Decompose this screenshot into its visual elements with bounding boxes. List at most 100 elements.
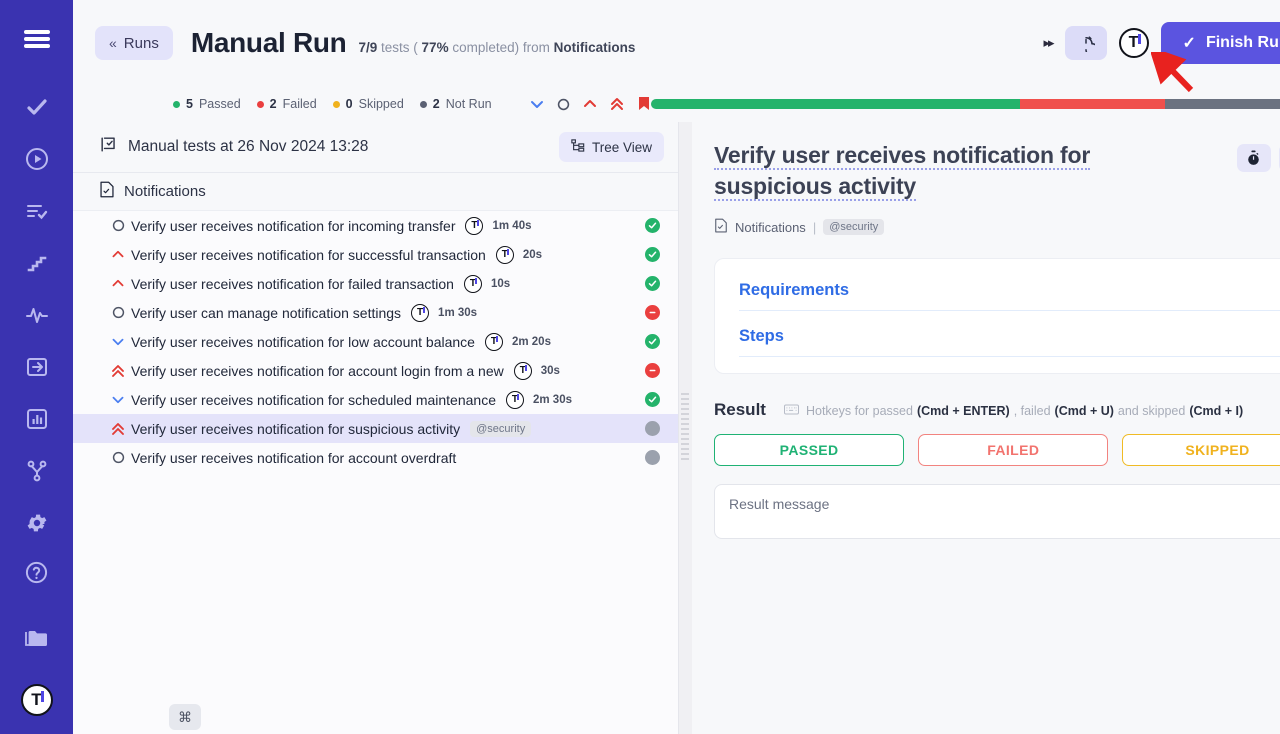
activity-icon[interactable] [17, 299, 57, 332]
progress-segment-failed [1020, 99, 1165, 109]
timer-button[interactable] [1065, 26, 1107, 60]
test-status [645, 334, 660, 349]
detail-tag-chip[interactable]: @security [823, 219, 884, 235]
import-icon[interactable] [17, 351, 57, 384]
verdict-failed-button[interactable]: FAILED [918, 434, 1108, 466]
gear-icon[interactable] [17, 507, 57, 540]
detail-title[interactable]: Verify user receives notification for su… [714, 142, 1090, 201]
test-group-row[interactable]: Notifications [73, 173, 678, 211]
list-check-icon[interactable] [17, 195, 57, 228]
chart-icon[interactable] [17, 403, 57, 436]
priority-blocker-icon[interactable] [637, 96, 651, 112]
priority-low-icon[interactable] [107, 336, 129, 347]
priority-critical-icon[interactable] [610, 97, 624, 111]
finish-check-icon: ✓ [1183, 33, 1196, 53]
priority-critical-icon[interactable] [107, 422, 129, 436]
verdict-skipped-button[interactable]: SKIPPED [1122, 434, 1280, 466]
test-owner-avatar[interactable]: T [514, 362, 532, 380]
subtitle-pct: 77% [422, 40, 449, 55]
test-row[interactable]: Verify user receives notification for lo… [73, 327, 678, 356]
help-icon[interactable] [17, 552, 57, 592]
test-owner-avatar[interactable]: T [411, 304, 429, 322]
test-status [645, 305, 660, 320]
stopwatch-button[interactable] [1237, 144, 1271, 172]
back-to-runs-button[interactable]: « Runs [95, 26, 173, 60]
branch-icon[interactable] [17, 455, 57, 488]
test-row[interactable]: Verify user receives notification for su… [73, 414, 678, 443]
owner-tick [477, 220, 479, 226]
priority-medium-icon[interactable] [107, 219, 129, 232]
avatar[interactable]: T [21, 684, 53, 716]
test-status [645, 218, 660, 233]
test-owner-avatar[interactable]: T [496, 246, 514, 264]
verdict-passed-button[interactable]: PASSED [714, 434, 904, 466]
test-name: Verify user receives notification for su… [131, 421, 460, 437]
test-row[interactable]: Verify user receives notification for su… [73, 240, 678, 269]
tree-view-label: Tree View [592, 140, 652, 155]
accordion-item-steps[interactable]: Steps [739, 323, 1280, 357]
owner-tick [496, 336, 498, 342]
priority-low-icon[interactable] [107, 394, 129, 405]
test-status [645, 450, 660, 465]
finish-run-button[interactable]: ✓ Finish Run [1161, 22, 1280, 64]
main-area: « Runs Manual Run 7/9 tests ( 77% comple… [73, 0, 1280, 734]
test-duration: 1m 30s [438, 307, 477, 319]
test-tag-chip[interactable]: @security [470, 421, 531, 437]
priority-critical-icon[interactable] [107, 364, 129, 378]
test-owner-avatar[interactable]: T [485, 333, 503, 351]
priority-low-icon[interactable] [530, 98, 544, 110]
test-row[interactable]: Verify user receives notification for ac… [73, 443, 678, 472]
priority-medium-icon[interactable] [107, 451, 129, 464]
stat-skipped: 0 Skipped [333, 97, 404, 111]
user-avatar-button[interactable]: T [1119, 28, 1149, 58]
test-row[interactable]: Verify user receives notification for ac… [73, 356, 678, 385]
test-owner-avatar[interactable]: T [465, 217, 483, 235]
failed-dot-icon [257, 101, 264, 108]
status-passed-icon [645, 334, 660, 349]
run-progress-bar [651, 99, 1280, 109]
test-row[interactable]: Verify user receives notification for fa… [73, 269, 678, 298]
rail-bottom-group: T [17, 552, 57, 734]
test-name: Verify user receives notification for ac… [131, 363, 504, 379]
test-list[interactable]: Verify user receives notification for in… [73, 211, 678, 734]
menu-icon[interactable] [17, 22, 57, 55]
skipped-label: Skipped [359, 97, 404, 111]
owner-tick [475, 278, 477, 284]
tree-view-button[interactable]: Tree View [559, 132, 664, 162]
page-header: « Runs Manual Run 7/9 tests ( 77% comple… [73, 0, 1280, 86]
priority-medium-icon[interactable] [557, 98, 570, 111]
finish-run-label: Finish Run [1206, 34, 1280, 52]
failed-label: Failed [283, 97, 317, 111]
splitter-grip[interactable] [681, 393, 689, 463]
accordion-steps-label: Steps [739, 327, 1280, 346]
priority-high-icon[interactable] [107, 278, 129, 289]
hotkeys-mid2: and skipped [1118, 404, 1185, 418]
folder-icon[interactable] [17, 618, 57, 658]
test-name: Verify user receives notification for sc… [131, 392, 496, 408]
hotkeys-hint: Hotkeys for passed (Cmd + ENTER) , faile… [784, 403, 1243, 418]
back-chevron-icon: « [109, 35, 117, 51]
panel-splitter[interactable] [678, 122, 692, 734]
test-owner-avatar[interactable]: T [506, 391, 524, 409]
suite-file-icon [714, 218, 728, 236]
play-circle-icon[interactable] [17, 143, 57, 176]
hotkeys-prefix: Hotkeys for passed [806, 404, 913, 418]
priority-medium-icon[interactable] [107, 306, 129, 319]
test-owner-avatar[interactable]: T [464, 275, 482, 293]
steps-icon[interactable] [17, 247, 57, 280]
result-header: Result Hotkeys for passed (Cmd + ENTER) … [714, 400, 1280, 420]
test-row[interactable]: Verify user receives notification for in… [73, 211, 678, 240]
priority-high-icon[interactable] [583, 98, 597, 110]
status-passed-icon [645, 218, 660, 233]
detail-accordion-card: Requirements Steps [714, 258, 1280, 374]
user-avatar-tick [1138, 34, 1141, 44]
detail-suite-label[interactable]: Notifications [735, 220, 806, 235]
test-row[interactable]: Verify user receives notification for sc… [73, 385, 678, 414]
accordion-item-requirements[interactable]: Requirements [739, 277, 1280, 311]
check-icon[interactable] [17, 91, 57, 124]
result-message-input[interactable] [714, 484, 1280, 539]
test-row[interactable]: Verify user can manage notification sett… [73, 298, 678, 327]
priority-high-icon[interactable] [107, 249, 129, 260]
command-key-button[interactable]: ⌘ [169, 704, 201, 730]
fast-forward-icon[interactable]: ▸▸ [1043, 35, 1052, 51]
